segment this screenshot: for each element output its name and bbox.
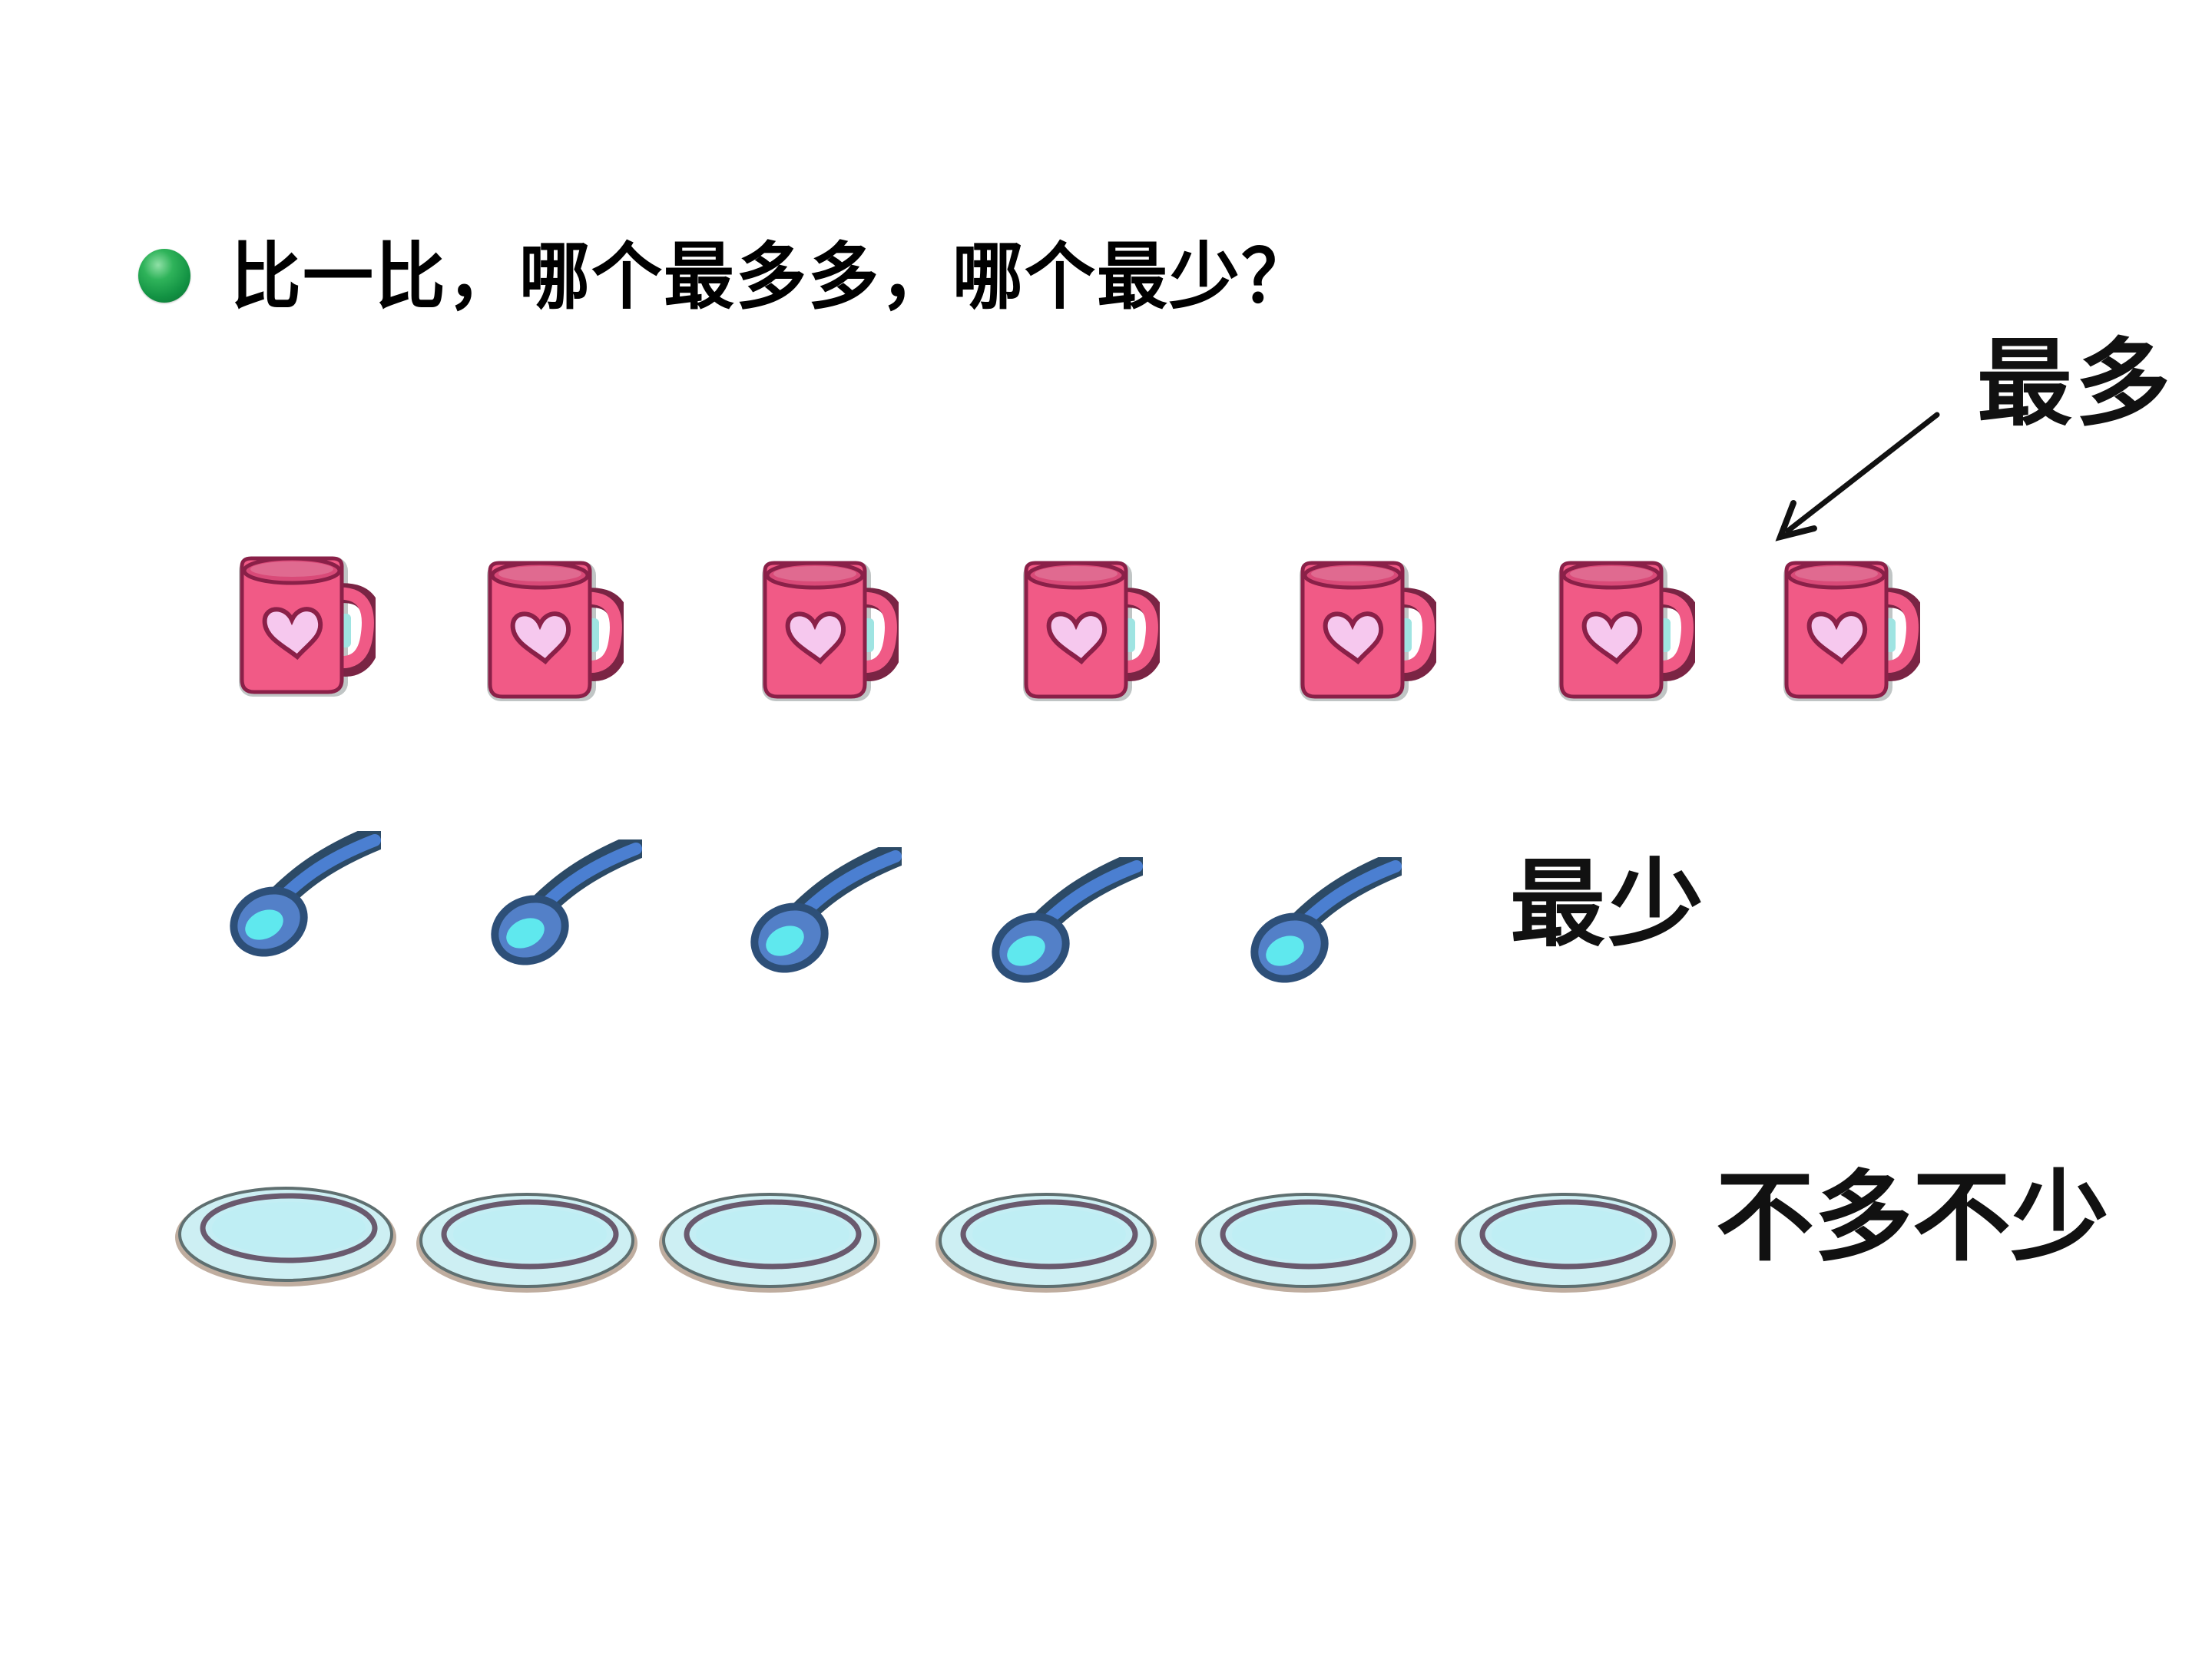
plate-icon xyxy=(934,1187,1158,1294)
spoon-icon xyxy=(986,857,1143,988)
mug-heart-icon xyxy=(1780,554,1920,703)
spoon-icon xyxy=(224,831,381,962)
mug-heart-icon xyxy=(1555,554,1695,703)
plate-icon xyxy=(415,1187,639,1294)
mug-heart-icon xyxy=(759,554,899,703)
mug-heart-icon xyxy=(1296,554,1436,703)
plate-icon xyxy=(1453,1187,1677,1294)
plate-icon xyxy=(657,1187,882,1294)
mug-heart-icon xyxy=(1020,554,1160,703)
label-least: 最少 xyxy=(1510,849,1707,960)
plate-icon xyxy=(174,1181,398,1288)
arrow-icon xyxy=(1775,412,1940,541)
plate-icon xyxy=(1194,1187,1418,1294)
question-text: 比一比，哪个最多多，哪个最少？ xyxy=(230,234,1314,320)
spoon-icon xyxy=(485,839,642,970)
green-bullet-icon xyxy=(138,249,190,303)
label-equal: 不多不少 xyxy=(1716,1161,2110,1275)
spoon-icon xyxy=(745,847,902,978)
spoon-icon xyxy=(1245,857,1402,988)
label-most: 最多 xyxy=(1977,329,2174,439)
mug-heart-icon xyxy=(484,554,624,703)
mug-heart-icon xyxy=(236,549,376,698)
